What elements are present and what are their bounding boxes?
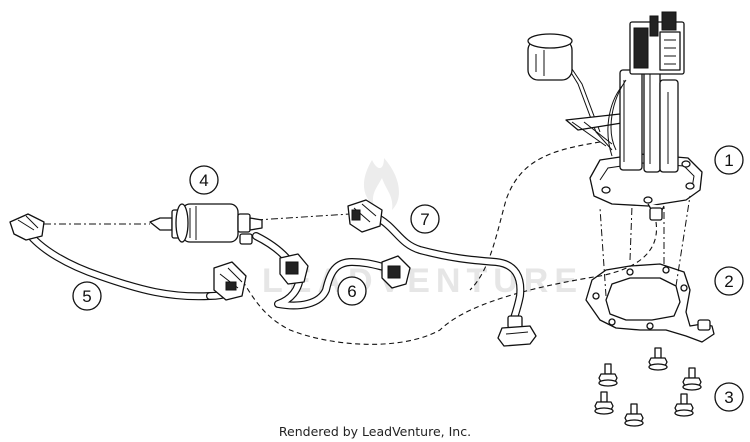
routing-lines [44, 141, 691, 345]
callout-label: 6 [347, 282, 356, 301]
bolt [594, 391, 614, 415]
watermark-text: LEADVENTURE [262, 262, 583, 300]
callout-label: 3 [724, 388, 733, 407]
callout-7[interactable]: 7 [410, 204, 440, 234]
fuel-pump-gasket[interactable] [585, 263, 715, 343]
callout-4[interactable]: 4 [189, 165, 219, 195]
footer-credit: Rendered by LeadVenture, Inc. [279, 424, 471, 439]
bolt [624, 403, 644, 427]
flange-bolts[interactable] [594, 347, 702, 427]
bolt [598, 363, 618, 387]
callout-5[interactable]: 5 [72, 281, 102, 311]
fuel-hose-center[interactable] [252, 232, 411, 310]
callout-2[interactable]: 2 [714, 266, 744, 296]
callout-6[interactable]: 6 [337, 276, 367, 306]
callout-label: 2 [724, 272, 733, 291]
callout-label: 1 [724, 151, 733, 170]
watermark: LEADVENTURE [262, 158, 583, 300]
callout-label: 5 [82, 287, 91, 306]
callout-label: 7 [420, 210, 429, 229]
callout-label: 4 [199, 171, 208, 190]
fuel-hose-left[interactable] [9, 213, 247, 301]
fuel-level-float [527, 33, 613, 151]
bolt [648, 347, 668, 371]
callout-1[interactable]: 1 [714, 145, 744, 175]
bolt [682, 367, 702, 391]
callout-3[interactable]: 3 [714, 382, 744, 412]
fuel-pump-assembly[interactable] [527, 11, 703, 221]
bolt [674, 393, 694, 417]
fuel-filter[interactable] [149, 203, 263, 245]
fuel-hose-right[interactable] [347, 199, 537, 347]
